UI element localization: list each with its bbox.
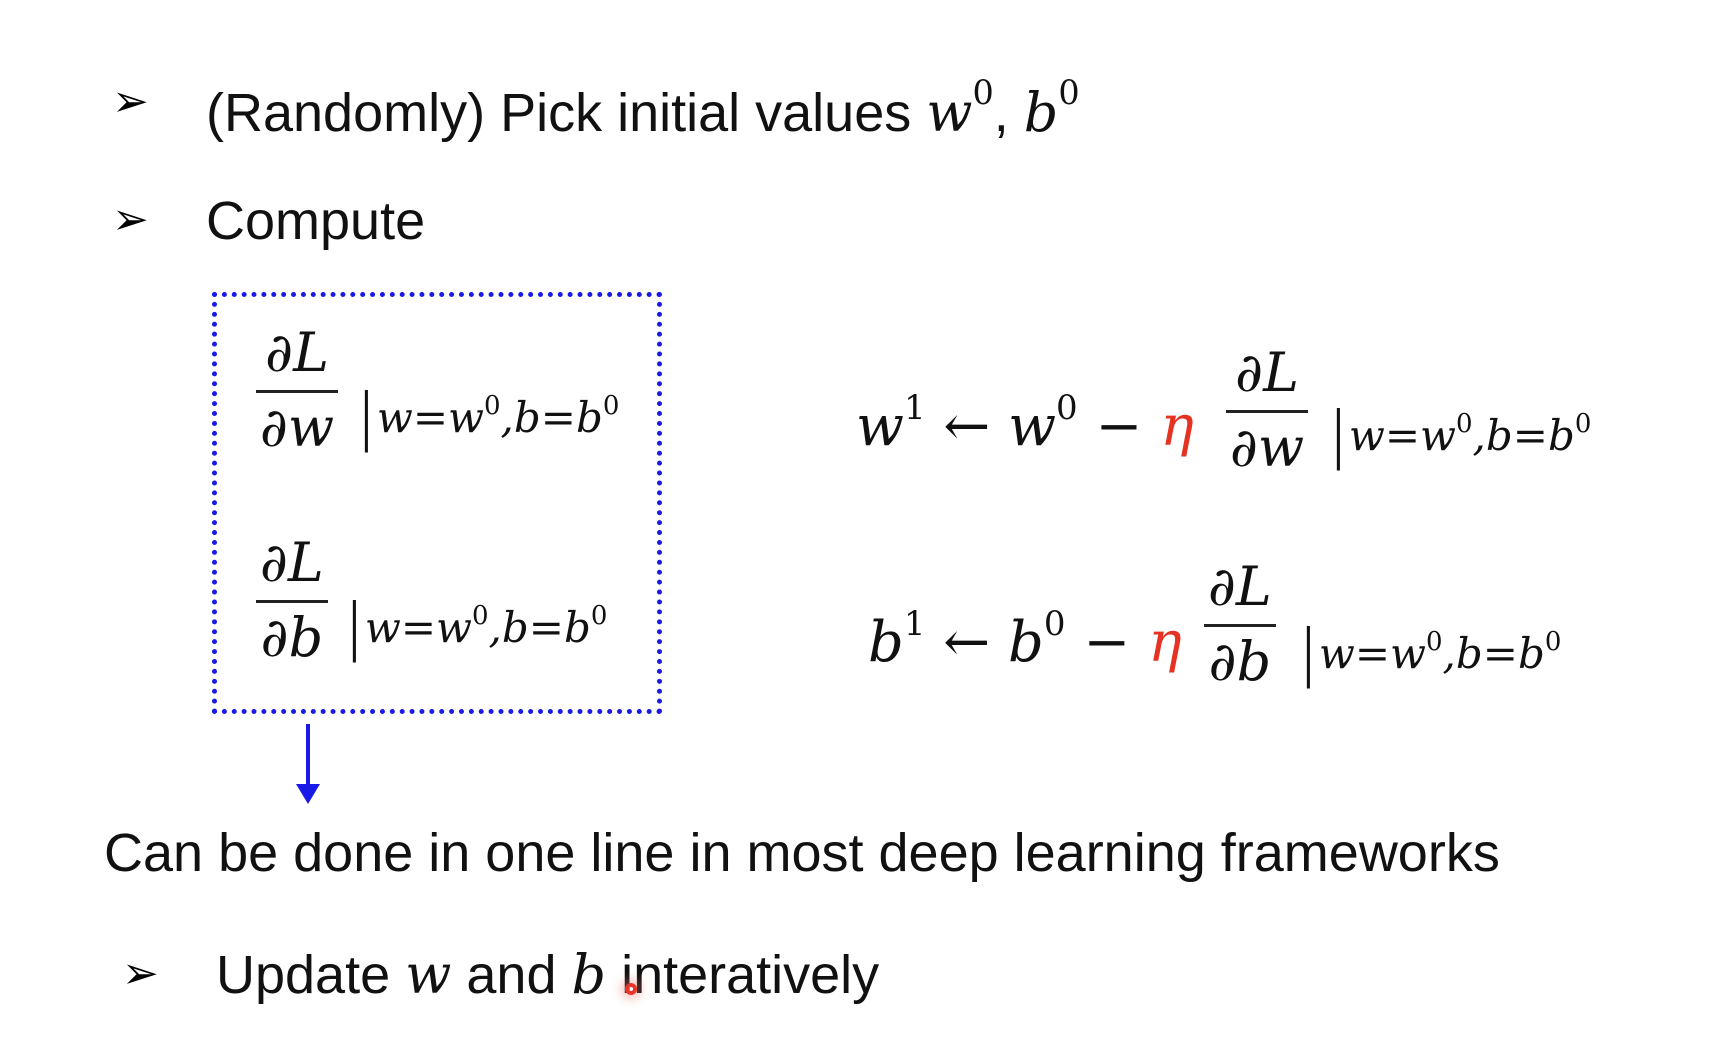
bullet-arrow-icon: ➢: [112, 76, 149, 127]
minus-sign: −: [1077, 394, 1161, 459]
eval-bar: |: [1332, 398, 1345, 471]
eval-sup1: 0: [1425, 627, 1443, 657]
step3-text-before: Update: [216, 945, 406, 1005]
update-equation-w: w1 ← w0 − η: [856, 388, 1194, 459]
fraction-bar: [1204, 624, 1276, 627]
var-b: b: [1023, 80, 1059, 144]
learning-rate-eta: η: [1148, 610, 1182, 675]
fraction-denominator: ∂w: [1230, 416, 1305, 479]
update-b-lhs-sup: 1: [903, 604, 926, 644]
fraction-bar: [1226, 410, 1309, 413]
update-b-rhs: b: [1008, 610, 1044, 675]
eval-point-w: |w=w0,b=b0: [356, 380, 619, 453]
fraction-dL-dw: ∂L ∂w: [256, 321, 339, 459]
gradient-box: [212, 292, 662, 714]
eval-sup2: 0: [1544, 627, 1562, 657]
eval-point-w-update: |w=w0,b=b0: [1328, 398, 1591, 471]
bullet-arrow-icon: ➢: [122, 948, 159, 999]
update-b-lhs: b: [868, 610, 904, 675]
step1-sep: ,: [993, 82, 1024, 143]
eval-sup2: 0: [1574, 409, 1592, 439]
step-pick-initial-values: (Randomly) Pick initial values w0, b0: [206, 76, 1080, 140]
eval-mid: ,b=b: [500, 393, 603, 442]
sup-b: 0: [1058, 73, 1080, 112]
var-b: b: [571, 943, 607, 1006]
fraction-numerator: ∂L: [260, 531, 324, 594]
eval-sup1: 0: [471, 601, 489, 631]
sup-w: 0: [972, 73, 994, 112]
eval-bar: |: [1302, 616, 1315, 689]
fraction-dL-dw-update: ∂L ∂w: [1226, 341, 1309, 479]
update-w-lhs: w: [856, 394, 904, 459]
update-b-rhs-sup: 0: [1043, 604, 1066, 644]
eval-w: w=w: [364, 603, 472, 652]
fraction-numerator: ∂L: [265, 321, 329, 384]
cursor-pointer-icon: [625, 983, 637, 995]
eval-w: w=w: [376, 393, 484, 442]
step-compute: Compute: [206, 191, 426, 251]
minus-sign: −: [1065, 610, 1149, 675]
eval-sup1: 0: [1455, 409, 1473, 439]
eval-w: w=w: [1318, 629, 1426, 678]
eval-sup2: 0: [602, 391, 620, 421]
down-arrow-icon: [306, 724, 310, 786]
fraction-bar: [256, 390, 339, 393]
eval-point-b-update: |w=w0,b=b0: [1298, 616, 1561, 689]
update-w-rhs: w: [1008, 394, 1057, 459]
framework-note: Can be done in one line in most deep lea…: [104, 823, 1500, 883]
eval-w: w=w: [1348, 411, 1456, 460]
eval-sup1: 0: [483, 391, 501, 421]
step-update-iteratively: Update w and b interatively: [216, 945, 880, 1005]
update-equation-b: b1 ← b0 − η: [868, 604, 1182, 675]
fraction-numerator: ∂L: [1208, 555, 1272, 618]
var-w: w: [926, 80, 973, 144]
eval-sup2: 0: [590, 601, 608, 631]
fraction-denominator: ∂w: [260, 396, 335, 459]
fraction-dL-db-update: ∂L ∂b: [1204, 560, 1276, 689]
eval-mid: ,b=b: [1472, 411, 1575, 460]
step3-text-and: and: [451, 945, 572, 1005]
step1-text: (Randomly) Pick initial values: [206, 82, 927, 143]
fraction-denominator: ∂b: [260, 606, 324, 669]
learning-rate-eta: η: [1160, 394, 1194, 459]
fraction-bar: [256, 600, 328, 603]
down-arrow-head-icon: [296, 784, 320, 804]
var-w: w: [405, 943, 452, 1006]
left-arrow-icon: ←: [925, 610, 1009, 675]
eval-bar: |: [348, 590, 361, 663]
eval-mid: ,b=b: [488, 603, 591, 652]
fraction-numerator: ∂L: [1235, 341, 1299, 404]
update-w-rhs-sup: 0: [1056, 388, 1078, 428]
fraction-dL-db: ∂L ∂b: [256, 536, 328, 665]
eval-mid: ,b=b: [1442, 629, 1545, 678]
left-arrow-icon: ←: [925, 394, 1009, 459]
eval-bar: |: [360, 380, 373, 453]
eval-point-b: |w=w0,b=b0: [344, 590, 607, 663]
step3-text-after: interatively: [606, 945, 880, 1005]
fraction-denominator: ∂b: [1208, 630, 1272, 693]
bullet-arrow-icon: ➢: [112, 194, 149, 245]
update-w-lhs-sup: 1: [903, 388, 926, 428]
